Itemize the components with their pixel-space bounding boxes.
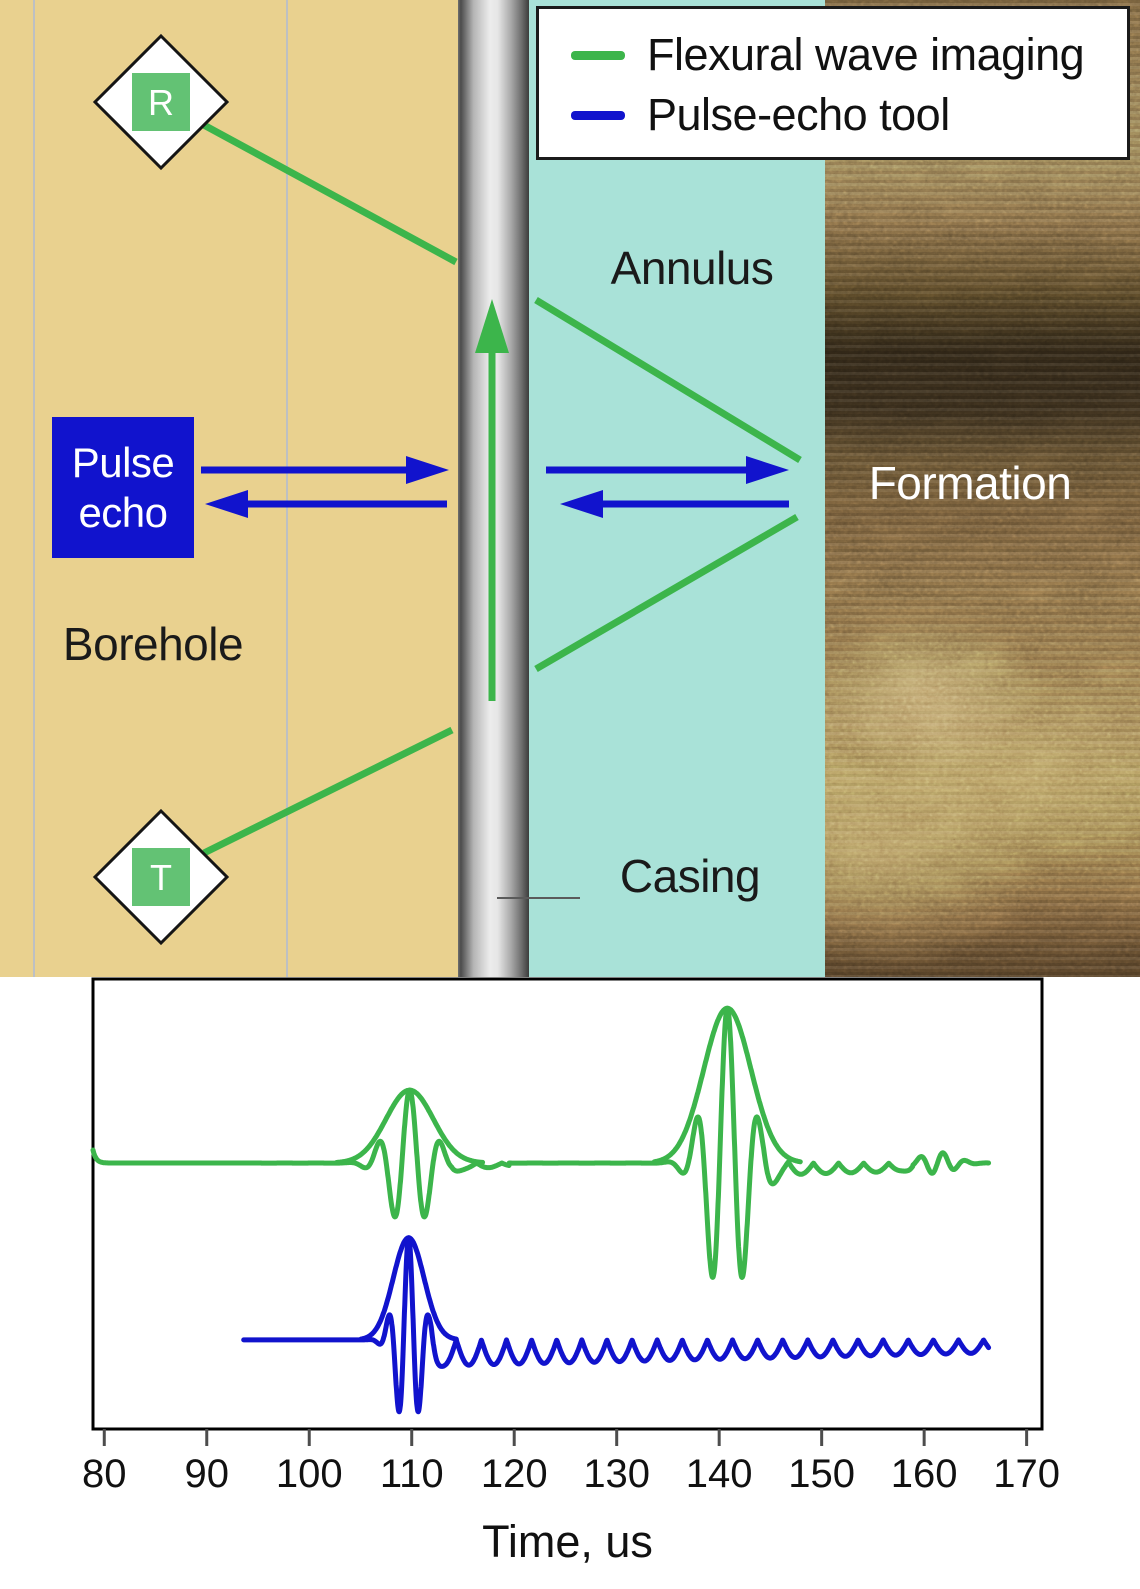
flexural-swatch-icon (571, 50, 625, 60)
x-tick-label: 160 (891, 1452, 958, 1496)
pulse-echo-tool-line1: Pulse (71, 438, 175, 486)
annulus-leaky-wave-upper (534, 297, 802, 463)
borehole-guide-line-left (33, 0, 35, 977)
pulse-echo-tool-line2: echo (78, 488, 168, 536)
legend-label-pulse-echo: Pulse-echo tool (647, 89, 950, 140)
x-tick-label: 90 (185, 1452, 230, 1496)
formation-label: Formation (868, 457, 1072, 509)
legend-label-flexural: Flexural wave imaging (647, 29, 1085, 80)
receiver-wave-path (200, 120, 458, 266)
x-tick-label: 130 (583, 1452, 650, 1496)
formation-region (825, 0, 1140, 977)
schematic-panel: R T Borehole Annulus Formation Casing Pu… (0, 0, 1140, 977)
annulus-region (529, 0, 825, 977)
x-tick-label: 150 (788, 1452, 855, 1496)
pulse-echo-return-head (205, 490, 248, 518)
x-tick-label: 110 (380, 1452, 444, 1496)
receiver-marker: R (92, 33, 230, 171)
pulse-echo-swatch-icon (571, 110, 625, 120)
x-tick-label: 140 (686, 1452, 753, 1496)
diagram-overlay: R T (92, 33, 802, 946)
pulse-echo-tool: Pulse echo (52, 417, 194, 558)
casing-label: Casing (619, 850, 761, 902)
wave-envelope (651, 1005, 803, 1165)
x-tick-label: 100 (276, 1452, 343, 1496)
wave-envelope (334, 1087, 486, 1165)
series-pulse-echo-tool (241, 1235, 992, 1415)
transmitter-letter: T (150, 857, 172, 898)
receiver-letter: R (148, 82, 174, 123)
series-flexural-wave-imaging (90, 1005, 992, 1280)
legend-item-pulse-echo: Pulse-echo tool (539, 85, 1127, 145)
x-axis-title: Time, us (482, 1516, 653, 1567)
annulus-outgoing-head (746, 456, 789, 484)
rock-texture (825, 0, 1140, 977)
pulse-echo-outgoing-head (406, 456, 449, 484)
annulus-label: Annulus (610, 242, 774, 294)
borehole-guide-line-right (286, 0, 288, 977)
plot-frame (91, 977, 1044, 1431)
x-tick-label: 170 (993, 1452, 1060, 1496)
x-tick-label: 80 (82, 1452, 127, 1496)
legend-item-flexural: Flexural wave imaging (539, 25, 1127, 85)
flexural-arrow-head (475, 299, 509, 353)
wave-envelope (358, 1235, 459, 1342)
annulus-return-head (560, 490, 603, 518)
annulus-leaky-wave-lower (534, 513, 799, 673)
x-tick-label: 120 (481, 1452, 548, 1496)
transmitter-marker: T (92, 808, 230, 946)
transmitter-wave-path (202, 726, 454, 857)
borehole-label: Borehole (62, 618, 244, 670)
legend: Flexural wave imaging Pulse-echo tool (536, 6, 1130, 160)
